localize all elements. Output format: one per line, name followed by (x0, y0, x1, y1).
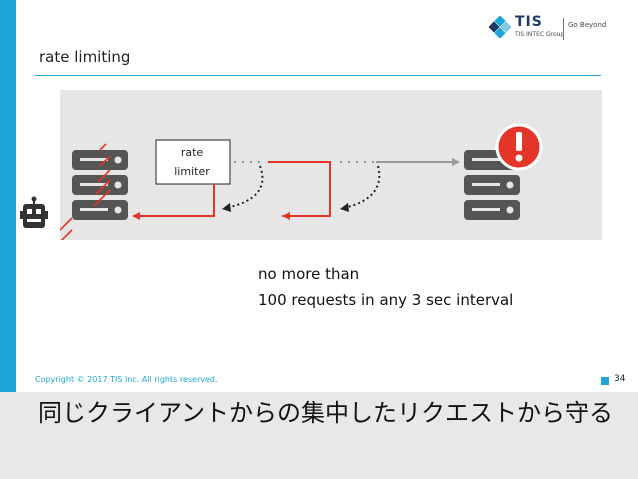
rate-limiter-label-line2: limiter (174, 165, 210, 178)
copyright-text: Copyright © 2017 TIS Inc. All rights res… (35, 375, 218, 384)
page-number: 34 (614, 374, 626, 384)
rate-limit-diagram (60, 90, 602, 240)
limit-note-line2: 100 requests in any 3 sec interval (258, 291, 514, 309)
throttle-curved-arrows (222, 165, 381, 212)
caption-band (0, 392, 638, 479)
bot-client-icon (20, 196, 48, 228)
logo-tagline: Go Beyond (568, 21, 607, 29)
page-number-marker (601, 377, 609, 385)
caption-text: 同じクライアントからの集中したリクエストから守る (38, 399, 614, 427)
slide-title: rate limiting (39, 48, 131, 66)
logo-brand: TIS (515, 14, 543, 30)
rate-limiter-label-line1: rate (180, 146, 204, 159)
company-logo: TIS TIS INTEC Group Go Beyond (489, 14, 607, 48)
client-server-icon (72, 150, 128, 220)
logo-group: TIS INTEC Group (515, 31, 565, 38)
accent-side-bar (0, 0, 16, 479)
tis-logo-mark-icon (489, 16, 511, 38)
limit-note-line1: no more than (258, 265, 360, 283)
title-divider (35, 75, 601, 76)
rate-limiter-box (155, 139, 231, 185)
request-flow-arrows (60, 143, 460, 240)
alert-icon (495, 123, 543, 171)
logo-divider (563, 18, 564, 40)
